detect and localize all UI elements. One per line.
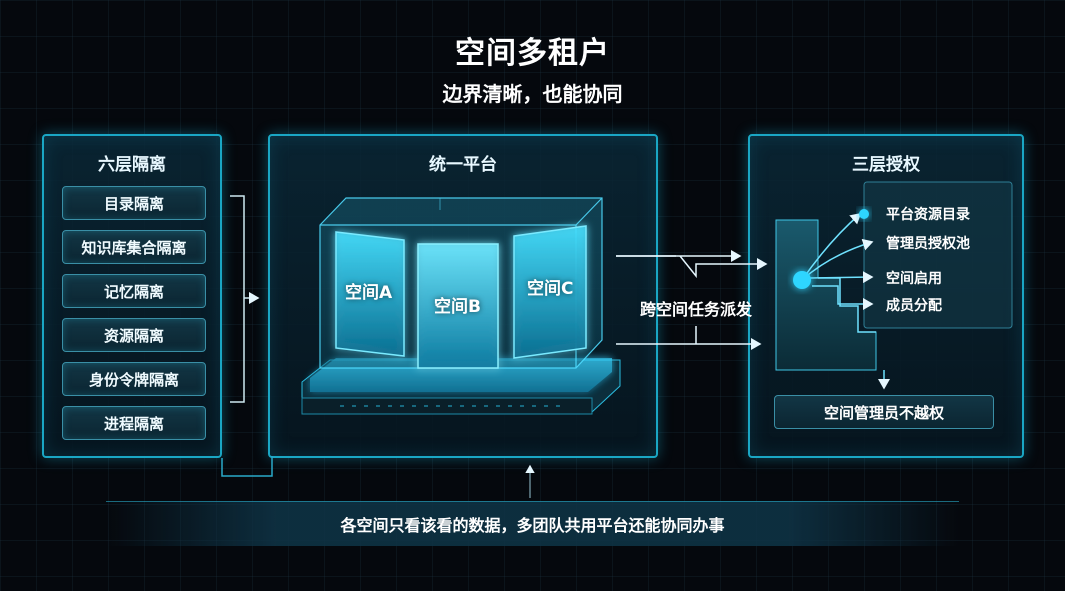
page-title: 空间多租户	[455, 36, 610, 71]
auth-item-member-assign[interactable]: 成员分配	[886, 298, 942, 314]
isolation-panel: 六层隔离 目录隔离 知识库集合隔离 记忆隔离 资源隔离 身份令牌隔离 进程隔离	[42, 134, 222, 458]
authorization-stairs	[775, 181, 1013, 371]
isolation-item-memory[interactable]: 记忆隔离	[62, 274, 206, 308]
authorization-hub-icon	[793, 271, 811, 289]
isolation-connector	[221, 195, 273, 477]
auth-item-admin-pool[interactable]: 管理员授权池	[886, 236, 970, 252]
space-c-panel[interactable]	[513, 225, 587, 359]
dispatch-connectors	[616, 250, 768, 350]
isolation-item-directory[interactable]: 目录隔离	[62, 186, 206, 220]
resource-dot-icon	[859, 209, 869, 219]
space-c-label: 空间C	[527, 279, 574, 299]
page-subtitle: 边界清晰，也能协同	[442, 82, 623, 106]
platform-panel-title: 统一平台	[429, 155, 497, 175]
isolation-item-resource[interactable]: 资源隔离	[62, 318, 206, 352]
isolation-item-process[interactable]: 进程隔离	[62, 406, 206, 440]
space-b-label: 空间B	[434, 297, 481, 317]
isolation-item-identity-token[interactable]: 身份令牌隔离	[62, 362, 206, 396]
dispatch-label: 跨空间任务派发	[640, 300, 753, 319]
authorization-branches	[801, 213, 890, 390]
admin-no-overreach-button[interactable]: 空间管理员不越权	[774, 395, 994, 429]
isolation-item-knowledge-base[interactable]: 知识库集合隔离	[62, 230, 206, 264]
space-a-panel[interactable]	[335, 231, 405, 357]
authorization-panel-title: 三层授权	[852, 155, 920, 175]
auth-item-space-enable[interactable]: 空间启用	[886, 271, 942, 287]
isolation-panel-title: 六层隔离	[98, 155, 166, 175]
auth-item-platform-resources[interactable]: 平台资源目录	[886, 207, 970, 223]
space-b-panel[interactable]	[417, 243, 499, 369]
footer-banner: 各空间只看该看的数据，多团队共用平台还能协同办事	[106, 501, 959, 546]
space-a-label: 空间A	[345, 283, 393, 303]
